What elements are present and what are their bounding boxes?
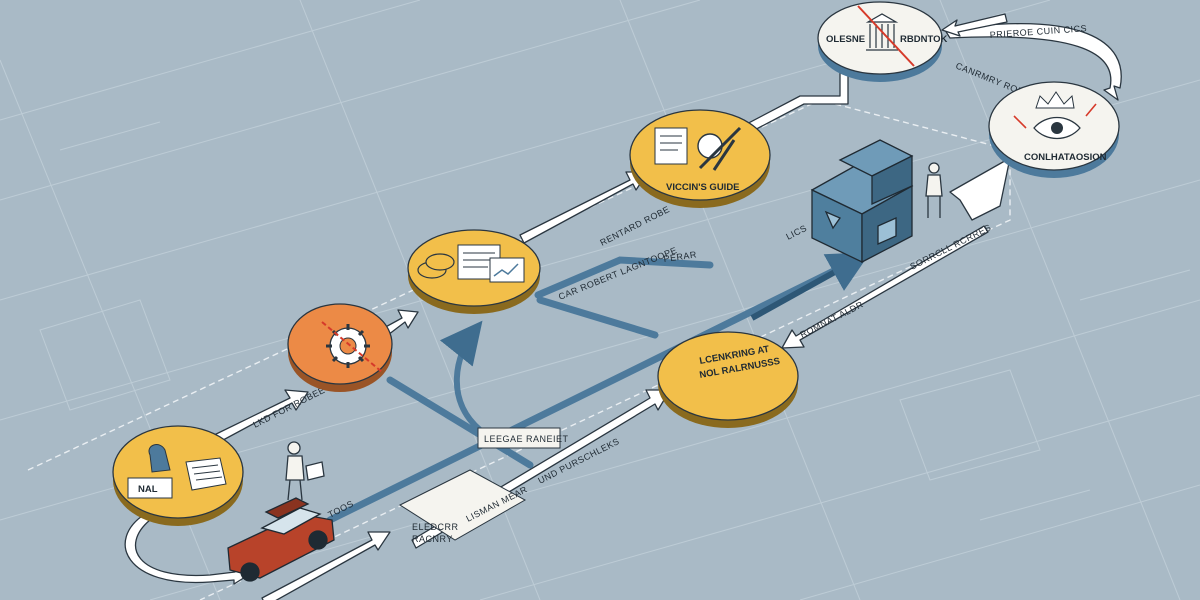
guide-book-icon xyxy=(654,127,688,165)
label-blue-top: CAR ROBERT LAGNTOOPE xyxy=(557,245,679,302)
arrow-n1-n2 xyxy=(207,389,309,447)
tag-bottom-left xyxy=(398,469,527,541)
document-icon xyxy=(185,457,227,491)
node-1-card xyxy=(127,477,173,499)
scroll-icon xyxy=(148,444,171,473)
blue-double-arrow xyxy=(750,252,871,321)
arrow-car-loop xyxy=(124,513,251,585)
label-n4-n5: RENTARD ROBE xyxy=(598,204,671,248)
tools-icon xyxy=(698,126,742,171)
arrow-n6-machine xyxy=(949,157,1011,221)
label-blue-top-right: PERAR xyxy=(663,249,698,264)
blue-loop-arrow xyxy=(439,320,483,433)
node-5: OLESNE RBDNTOK xyxy=(817,1,947,82)
label-center: LEEGAE RANEIET xyxy=(484,434,569,444)
red-strike-line xyxy=(857,5,915,67)
label-machine-side: LICS xyxy=(784,223,808,242)
node-7: LCENKRING AT NOL RALRNUSSS xyxy=(657,331,799,428)
arrow-top-right-in xyxy=(941,13,1008,37)
label-right-upper: SORRCLL RCRRES xyxy=(908,222,992,272)
blue-paths xyxy=(326,254,864,524)
node-5-label-left: OLESNE xyxy=(826,34,865,45)
node-4-label: VICCIN'S GUIDE xyxy=(666,182,740,193)
tag-center xyxy=(477,427,561,449)
node-6: CONLHATAOSION xyxy=(988,81,1120,178)
label-bottom-left-1: ELEDCRR xyxy=(412,522,459,532)
crown-icon xyxy=(1035,91,1075,109)
red-strike-line xyxy=(321,321,383,373)
label-right-arrow: ROMNAT ALDR xyxy=(798,299,865,340)
magnifier-icon xyxy=(697,133,723,159)
person-figure xyxy=(285,441,325,501)
eye-icon xyxy=(1033,116,1081,140)
node-1-label: NAL xyxy=(138,484,158,495)
label-bottom-left-2: RACNRY xyxy=(412,534,453,544)
courthouse-icon xyxy=(865,13,899,51)
worker-figure xyxy=(925,162,943,218)
node-5-label-right: RBDNTOK xyxy=(900,34,947,45)
clipboard-icon xyxy=(305,461,325,481)
arrow-n5-n6 xyxy=(944,23,1122,101)
arrow-machine-n7 xyxy=(781,225,989,349)
node-3 xyxy=(407,229,541,314)
arrow-bottom-entry xyxy=(261,531,391,600)
node-6-label: CONLHATAOSION xyxy=(1024,152,1107,163)
node-2 xyxy=(287,303,393,392)
node-4: VICCIN'S GUIDE xyxy=(629,109,771,208)
car-icon xyxy=(227,497,335,582)
machine-icon xyxy=(810,139,914,264)
chart-card-icon xyxy=(489,257,525,283)
node-1: NAL xyxy=(112,425,244,526)
